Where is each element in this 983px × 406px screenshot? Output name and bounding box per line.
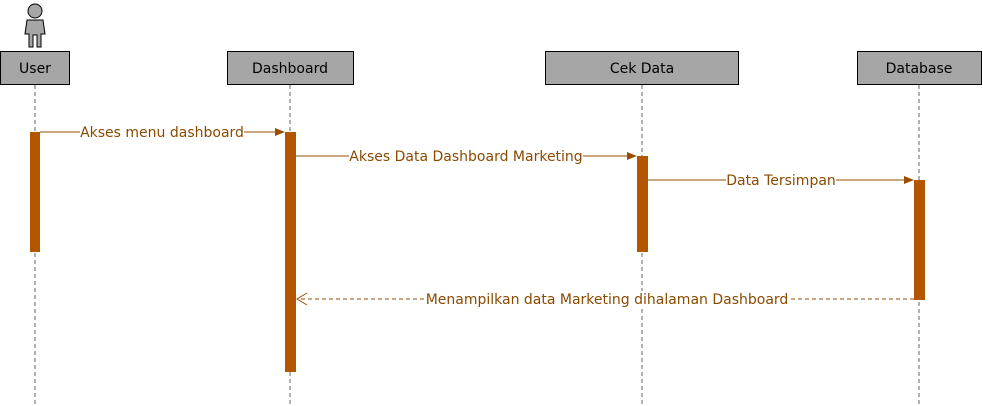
participant-database[interactable]: Database bbox=[857, 51, 982, 85]
participant-database-label: Database bbox=[886, 61, 953, 77]
activation-database bbox=[914, 180, 925, 300]
participant-user-label: User bbox=[19, 61, 51, 77]
message-menampilkan-data-marketing[interactable]: Menampilkan data Marketing dihalaman Das… bbox=[296, 291, 914, 308]
activation-user bbox=[30, 132, 40, 252]
participant-dashboard[interactable]: Dashboard bbox=[227, 51, 354, 85]
participant-cekdata-label: Cek Data bbox=[610, 61, 674, 77]
message-label: Akses menu dashboard bbox=[80, 125, 244, 141]
message-label: Data Tersimpan bbox=[726, 173, 836, 189]
message-akses-menu-dashboard[interactable]: Akses menu dashboard bbox=[40, 124, 285, 141]
participant-cekdata[interactable]: Cek Data bbox=[545, 51, 739, 85]
activation-cekdata bbox=[637, 156, 648, 252]
message-data-tersimpan[interactable]: Data Tersimpan bbox=[648, 172, 914, 189]
activation-dashboard bbox=[285, 132, 296, 372]
message-label: Akses Data Dashboard Marketing bbox=[349, 149, 582, 165]
participant-dashboard-label: Dashboard bbox=[252, 61, 328, 77]
participant-user[interactable]: User bbox=[0, 51, 70, 85]
message-label: Menampilkan data Marketing dihalaman Das… bbox=[426, 292, 789, 308]
person-icon bbox=[24, 3, 46, 48]
message-akses-data-dashboard-marketing[interactable]: Akses Data Dashboard Marketing bbox=[296, 148, 637, 165]
